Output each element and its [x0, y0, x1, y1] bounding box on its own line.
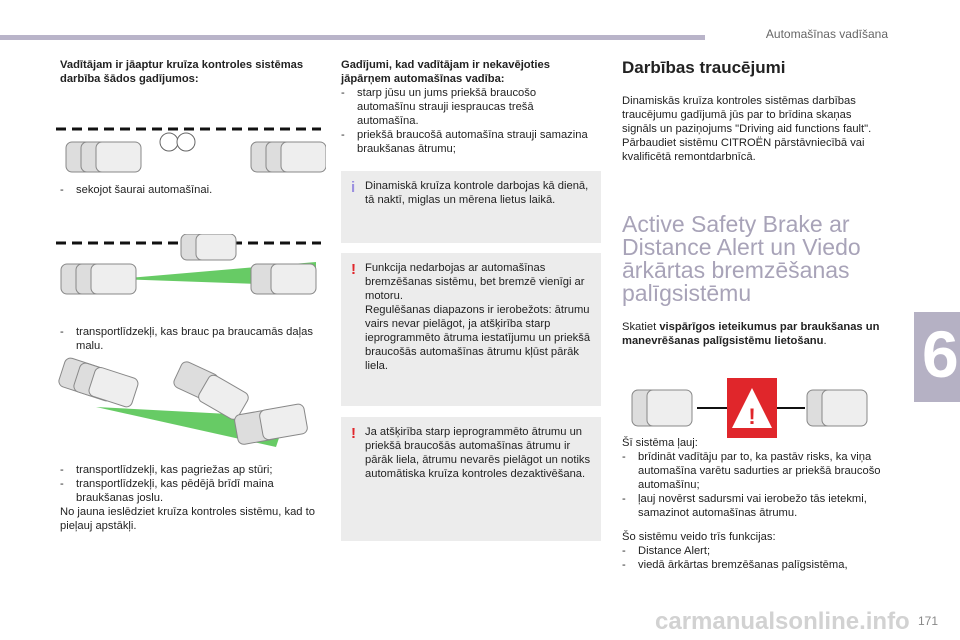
- asb-title: Active Safety Brake ar Distance Alert un…: [622, 211, 861, 306]
- allows-item2: ļauj novērst sadursmi vai ierobežo tās i…: [622, 492, 887, 520]
- malfunction-text-b: Pārbaudiet sistēmu CITROËN pārstāvniecīb…: [622, 137, 865, 163]
- col1-closing: No jauna ieslēdziet kruīza kontroles sis…: [60, 506, 315, 532]
- top-accent-bar: [0, 35, 705, 40]
- illustration-roadside-vehicles: [56, 234, 321, 295]
- col2-item2: priekšā braucošā automašīna strauji sama…: [341, 128, 591, 156]
- warning-note-1-text-b: Regulēšanas diapazons ir ierobežots: ātr…: [365, 304, 591, 372]
- info-note: i Dinamiskā kruīza kontrole darbojas kā …: [341, 171, 601, 243]
- allows-item1: brīdināt vadītāju par to, ka pastāv risk…: [622, 450, 887, 492]
- malfunction-text: Dinamiskās kruīza kontroles sistēmas dar…: [622, 94, 884, 164]
- malfunction-title: Darbības traucējumi: [622, 58, 786, 77]
- col1-item1: sekojot šaurai automašīnai.: [60, 183, 326, 197]
- warning-icon: !: [351, 425, 356, 442]
- page-number: 171: [917, 614, 938, 628]
- functions-intro: Šo sistēmu veido trīs funkcijas:: [622, 531, 776, 543]
- col1-item4: transportlīdzekļi, kas pēdējā brīdī main…: [60, 477, 315, 505]
- chapter-number: 6: [922, 317, 959, 391]
- illustration-turning-vehicles: [58, 357, 308, 447]
- warning-note-2: ! Ja atšķirība starp ieprogrammēto ātrum…: [341, 417, 601, 541]
- allows-block: Šī sistēma ļauj: brīdināt vadītāju par t…: [622, 436, 887, 520]
- allows-intro: Šī sistēma ļauj:: [622, 437, 698, 449]
- malfunction-text-a: Dinamiskās kruīza kontroles sistēmas dar…: [622, 95, 872, 135]
- col1-item2: transportlīdzekļi, kas brauc pa braucamā…: [60, 325, 326, 353]
- functions-block: Šo sistēmu veido trīs funkcijas: Distanc…: [622, 530, 887, 572]
- col2-item1: starp jūsu un jums priekšā braucošo auto…: [341, 86, 591, 128]
- warning-icon: !: [351, 261, 356, 278]
- col1-item3: transportlīdzekļi, kas pagriežas ap stūr…: [60, 463, 315, 477]
- illustration-collision-warning: !: [631, 378, 868, 438]
- section-title: Automašīnas vadīšana: [765, 27, 888, 41]
- function-item2: viedā ārkārtas bremzēšanas palīgsistēma,: [622, 558, 887, 572]
- info-note-text: Dinamiskā kruīza kontrole darbojas kā di…: [365, 180, 589, 206]
- see-advice: Skatiet vispārīgos ieteikumus par braukš…: [622, 320, 887, 348]
- info-icon: i: [351, 179, 356, 196]
- see-prefix: Skatiet: [622, 321, 660, 333]
- warning-note-2-text: Ja atšķirība starp ieprogrammēto ātrumu …: [365, 426, 591, 480]
- see-suffix: .: [823, 335, 827, 347]
- illustration-following-narrow: [56, 127, 326, 173]
- col2-top-block: Gadījumi, kad vadītājam ir nekavējoties …: [341, 58, 591, 156]
- watermark: carmanualsonline.info: [655, 608, 910, 635]
- col1-heading: Vadītājam ir jāaptur kruīza kontroles si…: [60, 59, 304, 85]
- col1-bottom-block: transportlīdzekļi, kas pagriežas ap stūr…: [60, 463, 315, 533]
- function-item1: Distance Alert;: [622, 544, 887, 558]
- col2-heading: Gadījumi, kad vadītājam ir nekavējoties …: [341, 59, 550, 85]
- svg-text:!: !: [748, 404, 755, 429]
- warning-note-1-text-a: Funkcija nedarbojas ar automašīnas bremz…: [365, 262, 585, 302]
- see-bold: vispārīgos ieteikumus par braukšanas un …: [622, 321, 880, 347]
- warning-note-1: ! Funkcija nedarbojas ar automašīnas bre…: [341, 253, 601, 406]
- chapter-tab: 6: [914, 312, 960, 402]
